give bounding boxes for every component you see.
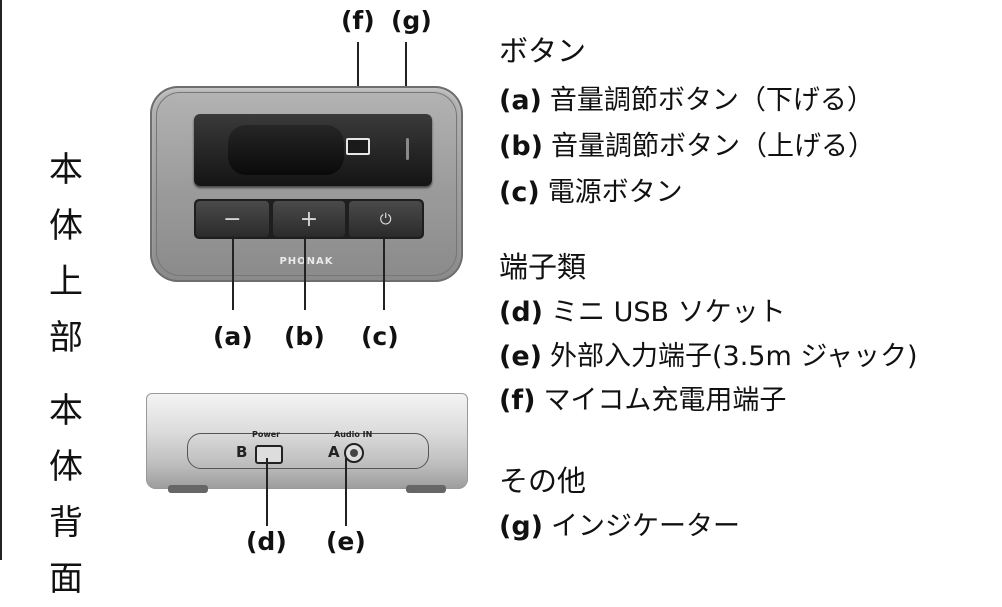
- legend-item-g: (g)インジケーター: [499, 504, 740, 543]
- audio-in-label: Audio IN: [334, 430, 373, 439]
- audio-input-jack: [344, 443, 364, 463]
- legend-text: インジケーター: [551, 511, 741, 542]
- legend-text: 音量調節ボタン（下げる）: [549, 85, 874, 116]
- device-top-view: − + ⏻ PHONAK: [150, 86, 463, 282]
- rear-view-label: 本体 背面: [49, 383, 109, 607]
- port-letter-b: B: [236, 443, 248, 461]
- microphone-charging-port: [346, 138, 370, 155]
- rear-foot-left: [168, 485, 208, 493]
- legend-item-c: (c)電源ボタン: [499, 170, 683, 209]
- callout-b: (b): [284, 322, 325, 351]
- legend-key: (c): [499, 177, 540, 208]
- legend-text: マイコム充電用端子: [543, 385, 787, 416]
- legend-item-b: (b)音量調節ボタン（上げる）: [499, 124, 875, 163]
- legend-item-a: (a)音量調節ボタン（下げる）: [499, 78, 874, 117]
- legend-text: 音量調節ボタン（上げる）: [551, 131, 876, 162]
- callout-a: (a): [213, 322, 253, 351]
- leader-e: [345, 458, 347, 526]
- mini-usb-socket: [255, 445, 283, 464]
- legend-heading-other: その他: [499, 464, 587, 498]
- indicator-light: [406, 138, 409, 160]
- legend-text: ミニ USB ソケット: [551, 297, 786, 328]
- legend-item-d: (d)ミニ USB ソケット: [499, 290, 786, 329]
- rear-connector-panel: Power Audio IN B A: [187, 430, 429, 469]
- cradle-pad: [228, 125, 344, 175]
- port-letter-a: A: [328, 443, 340, 461]
- legend-key: (d): [499, 297, 544, 328]
- top-view-label: 本体 上部: [49, 142, 109, 366]
- volume-up-button[interactable]: +: [272, 201, 346, 237]
- leader-d: [266, 458, 268, 526]
- callout-d: (d): [246, 527, 287, 556]
- callout-e: (e): [326, 527, 366, 556]
- legend-key: (a): [499, 85, 542, 116]
- legend-item-f: (f)マイコム充電用端子: [499, 378, 786, 417]
- callout-c: (c): [361, 322, 399, 351]
- brand-logo: PHONAK: [279, 256, 334, 267]
- callout-f: (f): [341, 6, 375, 35]
- legend-key: (b): [499, 131, 544, 162]
- rear-view-label-line2: 背面: [49, 503, 83, 599]
- legend-item-e: (e) 外部入力端子(3.5m ジャック): [499, 334, 918, 373]
- legend-key: (f): [499, 385, 536, 416]
- microphone-cradle-slot: [194, 114, 432, 186]
- rear-foot-right: [406, 485, 446, 493]
- leader-a: [232, 236, 234, 310]
- rear-view-label-line1: 本体: [49, 391, 83, 487]
- top-view-label-line2: 上部: [49, 262, 83, 358]
- device-rear-view: Power Audio IN B A: [146, 393, 468, 493]
- button-row: − + ⏻: [194, 199, 424, 239]
- legend-text: 外部入力端子(3.5m ジャック): [550, 341, 918, 372]
- power-button[interactable]: ⏻: [349, 201, 423, 237]
- leader-c: [383, 236, 385, 310]
- left-border-line: [0, 0, 2, 560]
- legend-text: 電源ボタン: [547, 177, 683, 208]
- legend-key: (g): [499, 511, 544, 542]
- power-label: Power: [252, 430, 281, 439]
- legend-heading-buttons: ボタン: [499, 34, 587, 68]
- legend-heading-ports: 端子類: [499, 250, 587, 284]
- callout-g: (g): [391, 6, 432, 35]
- top-view-label-line1: 本体: [49, 150, 83, 246]
- legend-key: (e): [499, 341, 542, 372]
- volume-down-button[interactable]: −: [196, 201, 269, 237]
- leader-g: [405, 42, 407, 112]
- device-top-bezel: [156, 92, 457, 276]
- leader-b: [304, 236, 306, 310]
